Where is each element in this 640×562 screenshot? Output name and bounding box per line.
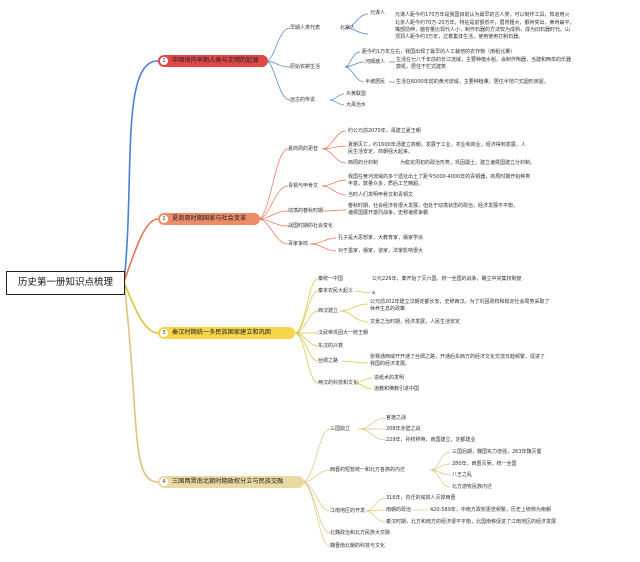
text-farming-top: 距今约1万年左右，我国出现了最早的人工栽培的农作物（南稻北粟）	[362, 49, 516, 55]
branch-1-curve	[123, 60, 159, 283]
node-western-jin[interactable]: 西晋的短暂统一和北方各族的内迁	[330, 467, 406, 473]
text-eight-princes: 八王之乱	[452, 472, 473, 478]
branch-4-title: 三国两晋南北朝时期政权分立与民族交融	[172, 478, 284, 485]
text-spring-autumn-2: 诸侯国展开激烈战争，史称诸侯争霸	[348, 210, 429, 216]
text-hemudu-1: 生活在七八千年前的长江流域，主要种植水稻。会制作陶器，当建和两单的乐器	[396, 57, 572, 63]
node-qin-unification[interactable]: 秦统一中国	[318, 276, 344, 282]
branch-2-number: 2	[160, 215, 168, 223]
node-wei-jin-culture[interactable]: 魏晋南北朝的科技与文化	[330, 543, 386, 549]
branch-3-number: 3	[160, 329, 168, 337]
text-qin-uprising: a	[372, 290, 376, 296]
text-bronze-1: 我国在黄河流域的多个遗址出土了距今5000-4000年的青铜器，商周时期开始种类	[348, 174, 531, 180]
node-qin-uprising[interactable]: 秦末农民大起义	[318, 288, 354, 294]
text-shang-2: 民生活安定，商朝强大起来。	[348, 149, 414, 155]
text-spring-autumn-1: 春秋时期，社会经济有很大发展，但处于动荡状态的政治，经济发展不平衡，	[348, 203, 519, 209]
node-fenfeng[interactable]: 西周的分封制	[348, 160, 379, 166]
node-xia-shang-zhou[interactable]: 夏商周的更替	[288, 146, 319, 152]
node-silk-road[interactable]: 丝绸之路	[318, 358, 339, 364]
node-northern-wei[interactable]: 北魏政治和北方民族大交融	[330, 530, 391, 536]
text-western-han-1: 公元前202年建立汉朝定都长安，史称西汉。为了巩固政权和稳定社会局势采取了	[370, 299, 550, 305]
node-warring-states[interactable]: 战国时期的社会变化	[288, 223, 334, 229]
text-beijing-1: 北京人距今约70万-20万年，特征是前额低平，眉脊粗大，颧骨突出，鼻骨扁平，	[395, 20, 575, 26]
node-jiangnan[interactable]: 江南地区的开发	[330, 508, 366, 514]
branch-1-topic[interactable]: 1 中国境内早期人类与文明的起源	[158, 55, 268, 67]
text-fenfeng: 为稳定周初的政治形势，巩固疆土，建立诸侯国建立分封制。	[400, 160, 536, 166]
node-yuanmou[interactable]: 元谋人	[370, 10, 386, 16]
branch-4-number: 4	[160, 478, 168, 486]
text-hemudu-2: 鼓吼，居住干栏式建筑	[396, 64, 447, 70]
text-papermaking: 造纸术的发明	[374, 375, 405, 381]
node-hundred-schools[interactable]: 百家争鸣	[288, 241, 309, 247]
branch-2-curve	[123, 218, 159, 283]
text-yuanmou: 元谋人距今约170万年是我国目前认为最早的古人类，可以制作工具，知道用火	[395, 12, 570, 18]
node-western-han[interactable]: 西汉建立	[318, 308, 339, 314]
text-oracle: 当时人们发明甲骨文和青铜文	[348, 192, 414, 198]
node-spring-autumn[interactable]: 动荡的春秋时期	[288, 208, 324, 214]
node-early-humans[interactable]: 早期人类代表	[290, 25, 321, 31]
node-hemudu[interactable]: 河姆渡人	[365, 59, 386, 65]
node-bronze-oracle[interactable]: 青铜与甲骨文	[288, 183, 319, 189]
text-beijing-2: 嘴部前伸，脑容量比现代人小，制作石器的方法较为成熟，成为旧石器时代。山	[395, 27, 571, 33]
text-bronze-2: 丰富，数量众多，质后工艺精超。	[348, 181, 424, 187]
node-legend-dayu[interactable]: 大禹治水	[346, 102, 367, 108]
text-wenjing: 文景之治时期，经济发展，人民生活安定	[370, 319, 461, 325]
branch-1-title: 中国境内早期人类与文明的起源	[172, 57, 259, 64]
node-legend-yanhuang[interactable]: 炎黄联盟	[346, 91, 367, 97]
node-three-kingdoms[interactable]: 三国鼎立	[330, 426, 351, 432]
text-guandu: 官渡之战	[386, 415, 407, 421]
text-silk-road-2: 我国的经济发展。	[370, 361, 411, 367]
text-banpo: 生活在6000年前的黄河流域，主要种植粟。居住半地穴式圆形房屋。	[396, 79, 549, 85]
branch-1-number: 1	[160, 57, 168, 65]
text-wei-shu: 三国后期，魏国实力增强，263年魏灭蜀	[452, 449, 542, 455]
text-economy-south: 秦汉时期，北方和南方的经济很不平衡，北国南移促进了江南地区的经济发展	[386, 519, 557, 525]
branch-3-topic[interactable]: 3 秦汉时期统一多民族国家建立和巩固	[158, 327, 295, 339]
node-han-wudi[interactable]: 汉武帝巩固大一统王朝	[318, 330, 369, 336]
node-banpo[interactable]: 半坡居民	[365, 79, 386, 85]
branch-2-topic[interactable]: 2 夏商周时期国家与社会变革	[158, 213, 260, 225]
root-topic[interactable]: 历史第一册知识点梳理	[6, 271, 125, 295]
text-southern-dynasties: 420-589年，中南方政权更迭频繁，历史上统称为南朝	[430, 507, 551, 513]
text-western-han-2: 休养生息的政策	[370, 306, 406, 312]
text-schools-influence: 对于墨家，儒家，道家，法家影响很大	[338, 248, 424, 254]
node-legends[interactable]: 远古的传说	[290, 97, 316, 103]
branch-2-title: 夏商周时期国家与社会变革	[172, 215, 247, 222]
text-qin-unification: 公元226年，秦开始了灭六国，统一全国的战争，确立中央集权制度	[372, 276, 522, 282]
text-beijing-3: 顶洞人距今约3万年，过着集体生活，使用使用打制石器。	[395, 34, 524, 40]
branch-4-curve	[123, 281, 159, 483]
text-jin-unify: 280年，西晋灭吴，统一全国	[452, 461, 517, 467]
branch-4-topic[interactable]: 4 三国两晋南北朝时期政权分立与民族交融	[158, 476, 304, 488]
text-xia-founding: 约公元前2070年，禹建立夏王朝	[348, 128, 421, 134]
node-farming[interactable]: 原始农耕生活	[290, 64, 321, 70]
node-han-science-culture[interactable]: 两汉的科技和文化	[318, 380, 359, 386]
text-chibi: 208年赤壁之战	[386, 426, 421, 432]
text-confucius: 孔子是大思想家，大教育家，儒家学派	[338, 235, 424, 241]
branch-3-curve	[123, 281, 159, 334]
text-shang-1: 夏朝灭亡，约1600年汤建立商朝，发展于工业，农业和商业，经济得到发展，人	[348, 142, 526, 148]
text-nomads: 北方游牧民族内迁	[452, 484, 493, 490]
text-sunquan: 229年，孙权称帝，南国建立，定都建业	[386, 437, 476, 443]
node-beijing[interactable]: 北京人	[340, 25, 356, 31]
text-buddhism: 道教和佛教引进中国	[374, 386, 420, 392]
branch-3-title: 秦汉时期统一多民族国家建立和巩固	[172, 329, 271, 336]
node-southern-dynasties[interactable]: 南朝的政治	[386, 507, 412, 513]
node-eastern-han[interactable]: 东汉的兴衰	[318, 343, 344, 349]
text-xiongnu: 316年，内迁的匈奴人灭掉西晋	[386, 495, 456, 501]
text-silk-road-1: 张骞通西域开开通了丝绸之路，开通后东西方的经济文化交流日趋频繁，促进了	[370, 354, 546, 360]
